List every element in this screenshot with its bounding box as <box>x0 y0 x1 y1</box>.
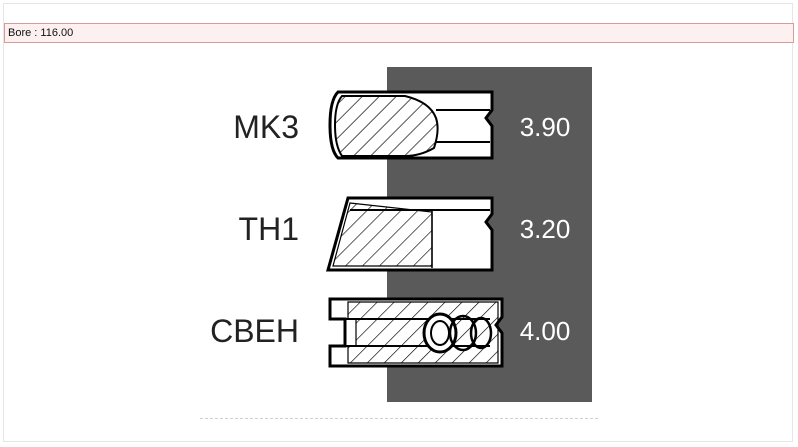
ring-value-mk3: 3.90 <box>520 112 571 142</box>
ring-label-cbeh: CBEH <box>210 313 299 349</box>
ring-label-mk3: MK3 <box>233 109 299 145</box>
cbeh-ring-profile <box>328 297 504 368</box>
divider <box>200 418 598 419</box>
ring-value-cbeh: 4.00 <box>520 316 571 346</box>
ring-label-th1: TH1 <box>239 211 299 247</box>
mk3-ring-profile <box>328 90 494 160</box>
bore-info-bar: Bore : 116.00 <box>4 23 794 43</box>
th1-ring-profile <box>326 196 494 272</box>
ring-value-th1: 3.20 <box>520 214 571 244</box>
